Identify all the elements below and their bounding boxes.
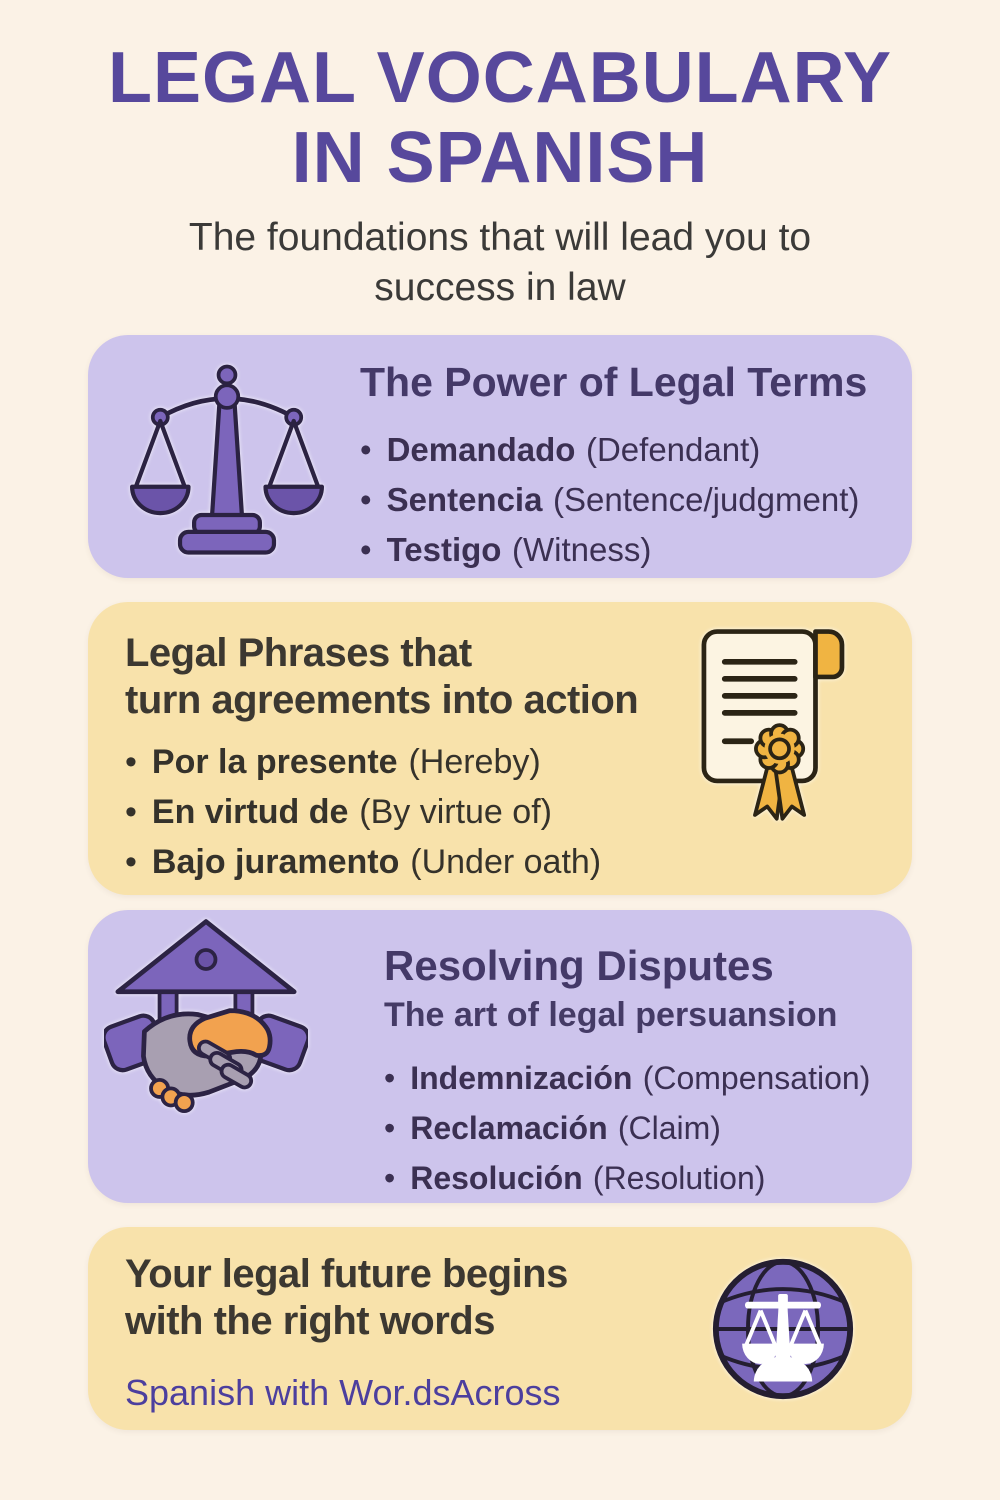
card-resolving-disputes-subheading: The art of legal persuansion [384,996,838,1034]
vocab-term: Testigo [386,531,502,568]
vocab-term: Reclamación [410,1110,608,1146]
certificate-icon [696,624,848,832]
page-title-line1: LEGAL VOCABULARY [107,38,893,118]
vocab-item: Indemnización(Compensation) [384,1058,898,1098]
card-resolving-disputes-heading: Resolving Disputes [384,942,774,989]
card-footer: Your legal future begins with the right … [88,1227,912,1430]
legal-terms-list: Demandado(Defendant) Sentencia (Sentence/… [360,430,896,570]
card-legal-terms-heading: The Power of Legal Terms [360,359,868,405]
card-resolving-disputes: Resolving Disputes The art of legal pers… [88,910,912,1203]
card-footer-heading: Your legal future begins with the right … [125,1251,722,1345]
scales-of-justice-icon [126,359,328,561]
vocab-translation: (Witness) [512,531,652,568]
card-legal-phrases-heading: Legal Phrases that turn agreements into … [125,630,712,724]
vocab-translation: (Hereby) [408,743,541,781]
page-title: LEGAL VOCABULARY IN SPANISH [0,0,1000,198]
globe-scales-icon [710,1256,856,1402]
vocab-term: Sentencia [386,481,543,518]
vocab-item: Sentencia (Sentence/judgment) [360,480,896,520]
card-footer-content: Your legal future begins with the right … [125,1251,722,1414]
vocab-item: Testigo (Witness) [360,530,896,570]
vocab-item: Resolución(Resolution) [384,1158,898,1198]
heading-line2: with the right words [125,1299,495,1343]
vocab-translation: (Resolution) [592,1160,766,1196]
vocab-translation: (Compensation) [642,1060,871,1096]
vocab-term: Resolución [410,1160,583,1196]
vocab-item: En virtud de (By virtue of) [125,791,712,833]
vocab-item: Reclamación(Claim) [384,1108,898,1148]
vocab-translation: (Defendant) [585,431,761,468]
vocab-term: En virtud de [151,793,349,831]
card-legal-terms-content: The Power of Legal Terms Demandado(Defen… [360,359,896,580]
vocab-item: Demandado(Defendant) [360,430,896,470]
page-subtitle: The foundations that will lead you to su… [188,216,812,309]
vocab-translation: (Sentence/judgment) [553,481,860,518]
heading-line1: Legal Phrases that [125,631,472,675]
page-title-line2: IN SPANISH [291,118,709,198]
card-resolving-disputes-content: Resolving Disputes The art of legal pers… [384,942,898,1208]
vocab-item: Bajo juramento (Under oath) [125,841,712,883]
vocab-term: Por la presente [151,743,398,781]
legal-phrases-list: Por la presente (Hereby) En virtud de (By … [125,741,712,883]
courthouse-handshake-icon [101,914,311,1132]
heading-line1: Your legal future begins [125,1252,568,1296]
vocab-item: Por la presente (Hereby) [125,741,712,783]
card-legal-phrases: Legal Phrases that turn agreements into … [88,602,912,895]
vocab-term: Bajo juramento [151,843,400,881]
vocab-translation: (Claim) [617,1110,721,1146]
vocab-translation: (By virtue of) [359,793,552,831]
card-legal-phrases-content: Legal Phrases that turn agreements into … [125,630,712,891]
vocab-term: Indemnización [410,1060,633,1096]
vocab-translation: (Under oath) [410,843,602,881]
card-legal-terms: The Power of Legal Terms Demandado(Defen… [88,335,912,578]
heading-line2: turn agreements into action [125,678,639,722]
brand-line: Spanish with Wor.dsAcross [125,1372,561,1413]
vocab-term: Demandado [386,431,576,468]
disputes-list: Indemnización(Compensation) Reclamación(… [384,1058,898,1198]
